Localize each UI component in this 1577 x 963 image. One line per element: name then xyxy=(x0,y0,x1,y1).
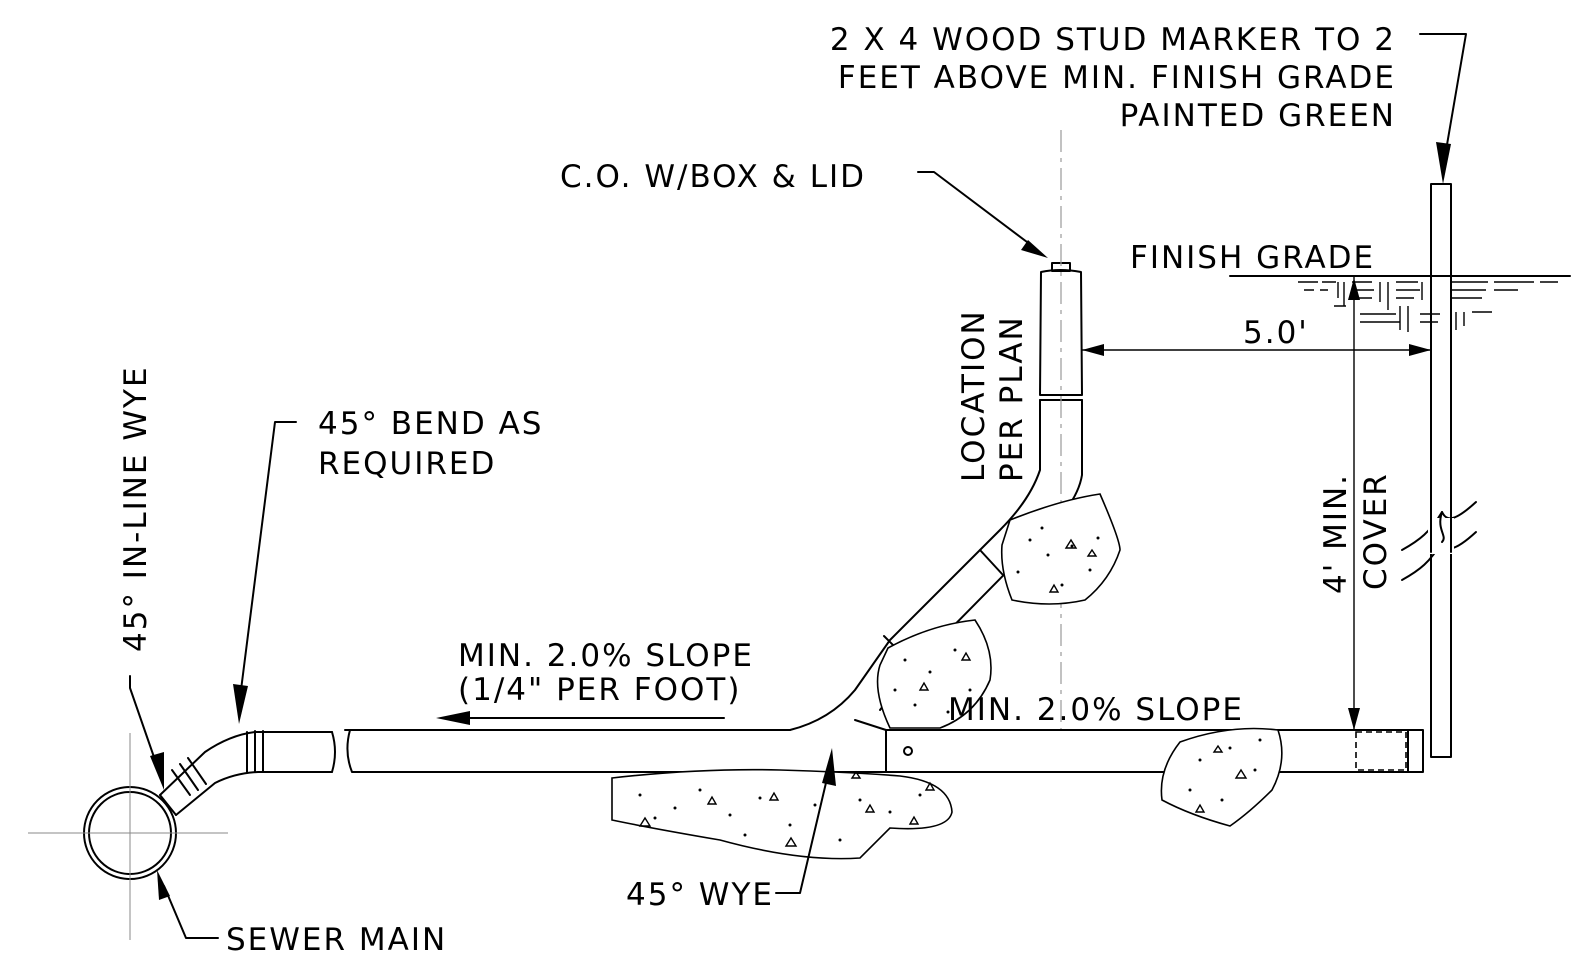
concrete-blocks xyxy=(611,493,1283,860)
cover-dimension xyxy=(1348,276,1360,730)
finish-grade xyxy=(1229,275,1571,332)
bend-leader xyxy=(233,421,297,724)
slope-main-label-2: (1/4" PER FOOT) xyxy=(458,672,741,708)
wye-leader xyxy=(775,748,836,894)
cover-label-1: 4' MIN. xyxy=(1318,473,1354,594)
finish-grade-label: FINISH GRADE xyxy=(1130,240,1375,276)
wood-stud-marker xyxy=(1401,183,1477,758)
slope-right-label: MIN. 2.0% SLOPE xyxy=(948,692,1244,728)
stud-marker-label-2: FEET ABOVE MIN. FINISH GRADE xyxy=(838,60,1396,96)
sewer-main-leader xyxy=(157,870,219,939)
slope-main-label-1: MIN. 2.0% SLOPE xyxy=(458,638,754,674)
sewer-main xyxy=(28,733,228,940)
stud-marker-label-1: 2 X 4 WOOD STUD MARKER TO 2 xyxy=(830,22,1396,58)
lateral-pipe xyxy=(346,719,1424,773)
bend-label-2: REQUIRED xyxy=(318,446,496,482)
inline-wye-leader xyxy=(129,675,164,790)
stud-marker-leader xyxy=(1419,33,1467,184)
aggregate-triangles xyxy=(638,538,1248,847)
inline-wye-label: 45° IN-LINE WYE xyxy=(118,365,154,652)
stud-marker-label-3: PAINTED GREEN xyxy=(1120,98,1396,134)
offset-label: 5.0' xyxy=(1243,315,1309,351)
soil-hatch xyxy=(1298,281,1558,332)
cleanout-label: C.O. W/BOX & LID xyxy=(560,159,866,195)
bend-label-1: 45° BEND AS xyxy=(318,406,543,442)
location-label-2: PER PLAN xyxy=(994,315,1030,482)
wye-label: 45° WYE xyxy=(626,877,774,913)
slope-arrow xyxy=(436,711,725,725)
sewer-main-label: SEWER MAIN xyxy=(226,922,447,958)
cover-label-2: COVER xyxy=(1358,472,1394,590)
location-label-1: LOCATION xyxy=(956,309,992,482)
cleanout-leader xyxy=(917,171,1048,258)
offset-dimension xyxy=(1082,344,1431,356)
labels: 2 X 4 WOOD STUD MARKER TO 2 FEET ABOVE M… xyxy=(118,22,1396,958)
aggregate-dots xyxy=(638,526,1262,842)
bend-fitting xyxy=(159,730,336,816)
